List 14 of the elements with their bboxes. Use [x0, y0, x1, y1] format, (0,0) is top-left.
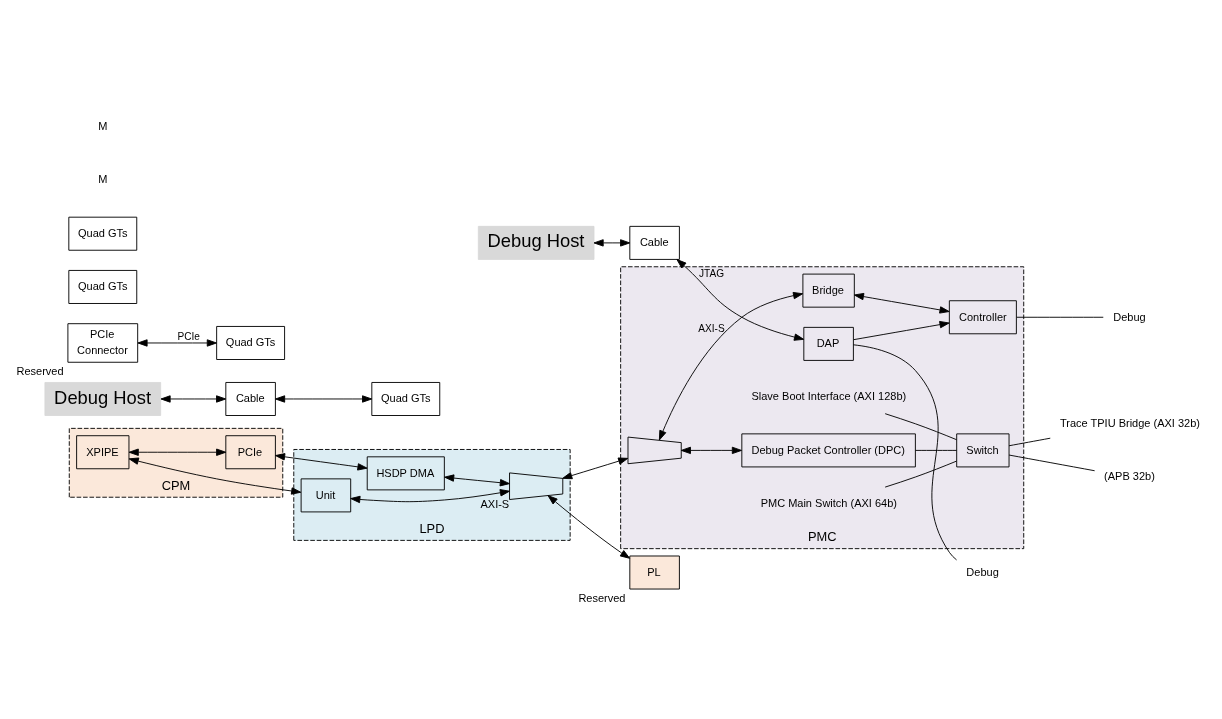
node-text: PMC Main Switch (AXI 64b) — [760, 496, 897, 509]
node-text: Debug — [1113, 310, 1146, 323]
edge-label: PCIe — [177, 331, 200, 343]
node-text: Slave Boot Interface (AXI 128b) — [751, 390, 907, 403]
label: M — [98, 120, 108, 133]
node-label: AXI-S — [480, 498, 510, 511]
edge-label: AXI-S — [698, 322, 725, 334]
node-text: Debug — [966, 565, 999, 578]
label: M — [98, 173, 108, 186]
node-text: (APB 32b) — [1104, 470, 1155, 483]
node-label: Reserved — [578, 591, 626, 604]
node-text: Trace TPIU Bridge (AXI 32b) — [1059, 417, 1200, 430]
node-label: Reserved — [16, 365, 64, 378]
edge-label: JTAG — [699, 267, 725, 279]
